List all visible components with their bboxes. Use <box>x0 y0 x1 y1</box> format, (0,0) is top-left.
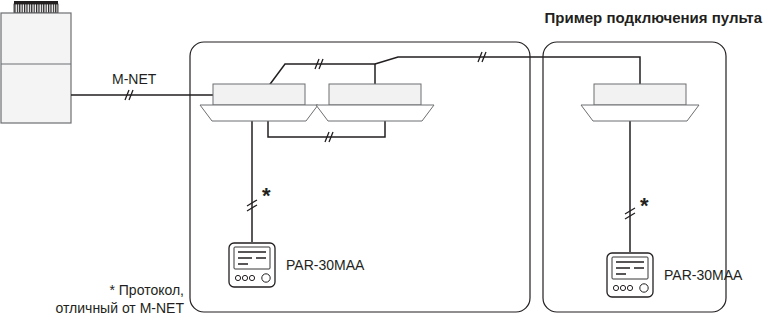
outdoor-fan-grille <box>14 4 58 13</box>
remote-button <box>242 275 247 280</box>
indoor-unit-body <box>329 84 421 105</box>
screen-detail <box>616 262 644 274</box>
indoor-unit-panel <box>200 105 318 121</box>
remote-button <box>235 275 240 280</box>
indoor-unit-panel <box>316 105 434 121</box>
cable-mark <box>125 52 635 219</box>
indoor-unit-panel <box>581 105 699 121</box>
indoor-unit-body <box>594 84 686 105</box>
bus-name: M-NET <box>112 72 156 86</box>
footnote-mark: * <box>640 195 649 217</box>
diagram-title: Пример подключения пульта <box>544 9 762 26</box>
remote-controller: PAR-30MAA <box>226 240 369 290</box>
remote-case <box>607 253 653 297</box>
remote-button <box>627 285 632 290</box>
remote-controller: PAR-30MAA <box>604 250 747 300</box>
remote-wire <box>629 121 631 252</box>
footnote: * Протокол, отличный от M-NET <box>48 281 184 317</box>
outdoor-fan-cap <box>14 1 58 4</box>
outdoor-unit-divider <box>1 63 71 64</box>
remote-case <box>229 243 275 287</box>
screen-detail <box>238 252 266 264</box>
room-outline <box>190 42 530 312</box>
remote-dial <box>262 274 270 282</box>
remote-wire <box>251 121 253 242</box>
remote-screen <box>612 257 648 279</box>
remote-icon <box>606 252 654 298</box>
remote-screen <box>234 247 270 269</box>
remote-wire <box>268 121 385 137</box>
remote-button <box>620 285 625 290</box>
remote-button <box>613 285 618 290</box>
remote-dial <box>640 284 648 292</box>
indoor-unit-body <box>213 84 305 105</box>
model-label: PAR-30MAA <box>664 267 742 283</box>
footnote-mark: * <box>262 185 271 207</box>
outdoor-unit-body <box>1 13 71 123</box>
remote-button <box>249 275 254 280</box>
remote-icon <box>228 242 276 288</box>
model-label: PAR-30MAA <box>286 257 364 273</box>
